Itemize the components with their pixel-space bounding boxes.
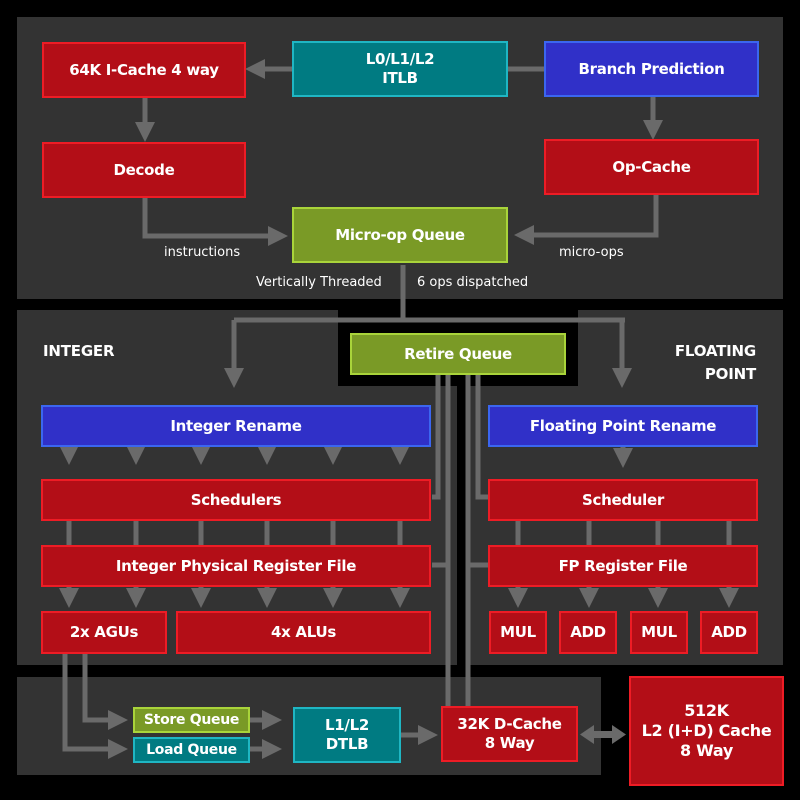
retire-queue-label: Retire Queue [404, 344, 512, 363]
branch-prediction-box: Branch Prediction [544, 41, 759, 97]
op-cache-label: Op-Cache [612, 157, 691, 176]
micro-op-queue-box: Micro-op Queue [292, 207, 508, 263]
l2-label-3: 8 Way [679, 741, 734, 760]
retire-queue-box: Retire Queue [350, 333, 566, 375]
op-cache-box: Op-Cache [544, 139, 759, 195]
dtlb-label-1: L1/L2 [325, 716, 369, 734]
schedulers-label: Schedulers [190, 490, 282, 509]
agus-label: 2x AGUs [69, 623, 139, 641]
fp-unit-label: MUL [500, 623, 536, 641]
wire-opcache-uopq [514, 194, 659, 245]
dtlb-label-2: DTLB [325, 735, 369, 753]
dcache-label-2: 8 Way [484, 734, 535, 752]
alus-box: 4x ALUs [176, 611, 431, 654]
fp-scheduler-box: Scheduler [488, 479, 758, 521]
agus-box: 2x AGUs [41, 611, 167, 654]
micro-ops-label: micro-ops [559, 245, 624, 260]
itlb-box: L0/L1/L2 ITLB [292, 41, 508, 97]
floating-section-label-2: POINT [704, 365, 756, 383]
integer-register-file-box: Integer Physical Register File [41, 545, 431, 587]
vertically-threaded-label: Vertically Threaded [256, 275, 382, 290]
load-queue-label: Load Queue [146, 741, 237, 758]
ops-dispatched-label: 6 ops dispatched [417, 275, 529, 290]
l2-cache-box: 512K L2 (I+D) Cache 8 Way [629, 676, 784, 786]
fp-unit-mul-2: MUL [630, 611, 688, 654]
fp-register-file-box: FP Register File [488, 545, 758, 587]
schedulers-box: Schedulers [41, 479, 431, 521]
icache-label: 64K I-Cache 4 way [69, 60, 219, 79]
fp-scheduler-label: Scheduler [582, 490, 664, 509]
fp-unit-label: ADD [711, 623, 747, 641]
wire-agu-load [62, 652, 128, 759]
fp-unit-label: ADD [570, 623, 606, 641]
fp-unit-add-2: ADD [700, 611, 758, 654]
dcache-box: 32K D-Cache 8 Way [441, 706, 578, 762]
integer-section-label: INTEGER [43, 342, 115, 360]
wire-decode-uopq [142, 197, 288, 246]
integer-rename-label: Integer Rename [170, 416, 302, 435]
integer-register-file-label: Integer Physical Register File [115, 556, 357, 575]
l2-label-2: L2 (I+D) Cache [641, 721, 772, 740]
icache-box: 64K I-Cache 4 way [42, 42, 246, 98]
dtlb-box: L1/L2 DTLB [293, 707, 401, 763]
dcache-label-1: 32K D-Cache [457, 715, 562, 733]
fp-unit-add-1: ADD [559, 611, 617, 654]
decode-label: Decode [113, 160, 175, 179]
branch-prediction-label: Branch Prediction [578, 59, 725, 78]
fp-rename-label: Floating Point Rename [529, 416, 717, 435]
fp-unit-label: MUL [641, 623, 677, 641]
store-queue-box: Store Queue [133, 707, 250, 733]
fp-rename-box: Floating Point Rename [488, 405, 758, 447]
fp-unit-mul-1: MUL [489, 611, 547, 654]
fp-register-file-label: FP Register File [558, 556, 688, 575]
wire-agu-store [82, 652, 128, 730]
l2-label-1: 512K [684, 701, 729, 720]
itlb-label-1: L0/L1/L2 [365, 50, 435, 68]
store-queue-label: Store Queue [143, 711, 240, 728]
wire-retire-6 [475, 375, 488, 500]
load-queue-box: Load Queue [133, 737, 250, 763]
micro-op-queue-label: Micro-op Queue [335, 225, 465, 244]
integer-rename-box: Integer Rename [41, 405, 431, 447]
floating-section-label-1: FLOATING [674, 342, 756, 360]
itlb-label-2: ITLB [382, 69, 418, 87]
alus-label: 4x ALUs [271, 623, 336, 641]
wire-retire-1 [432, 375, 441, 500]
dcache-l2-double-arrow [580, 725, 626, 744]
decode-box: Decode [42, 142, 246, 198]
instructions-label: instructions [164, 245, 241, 260]
